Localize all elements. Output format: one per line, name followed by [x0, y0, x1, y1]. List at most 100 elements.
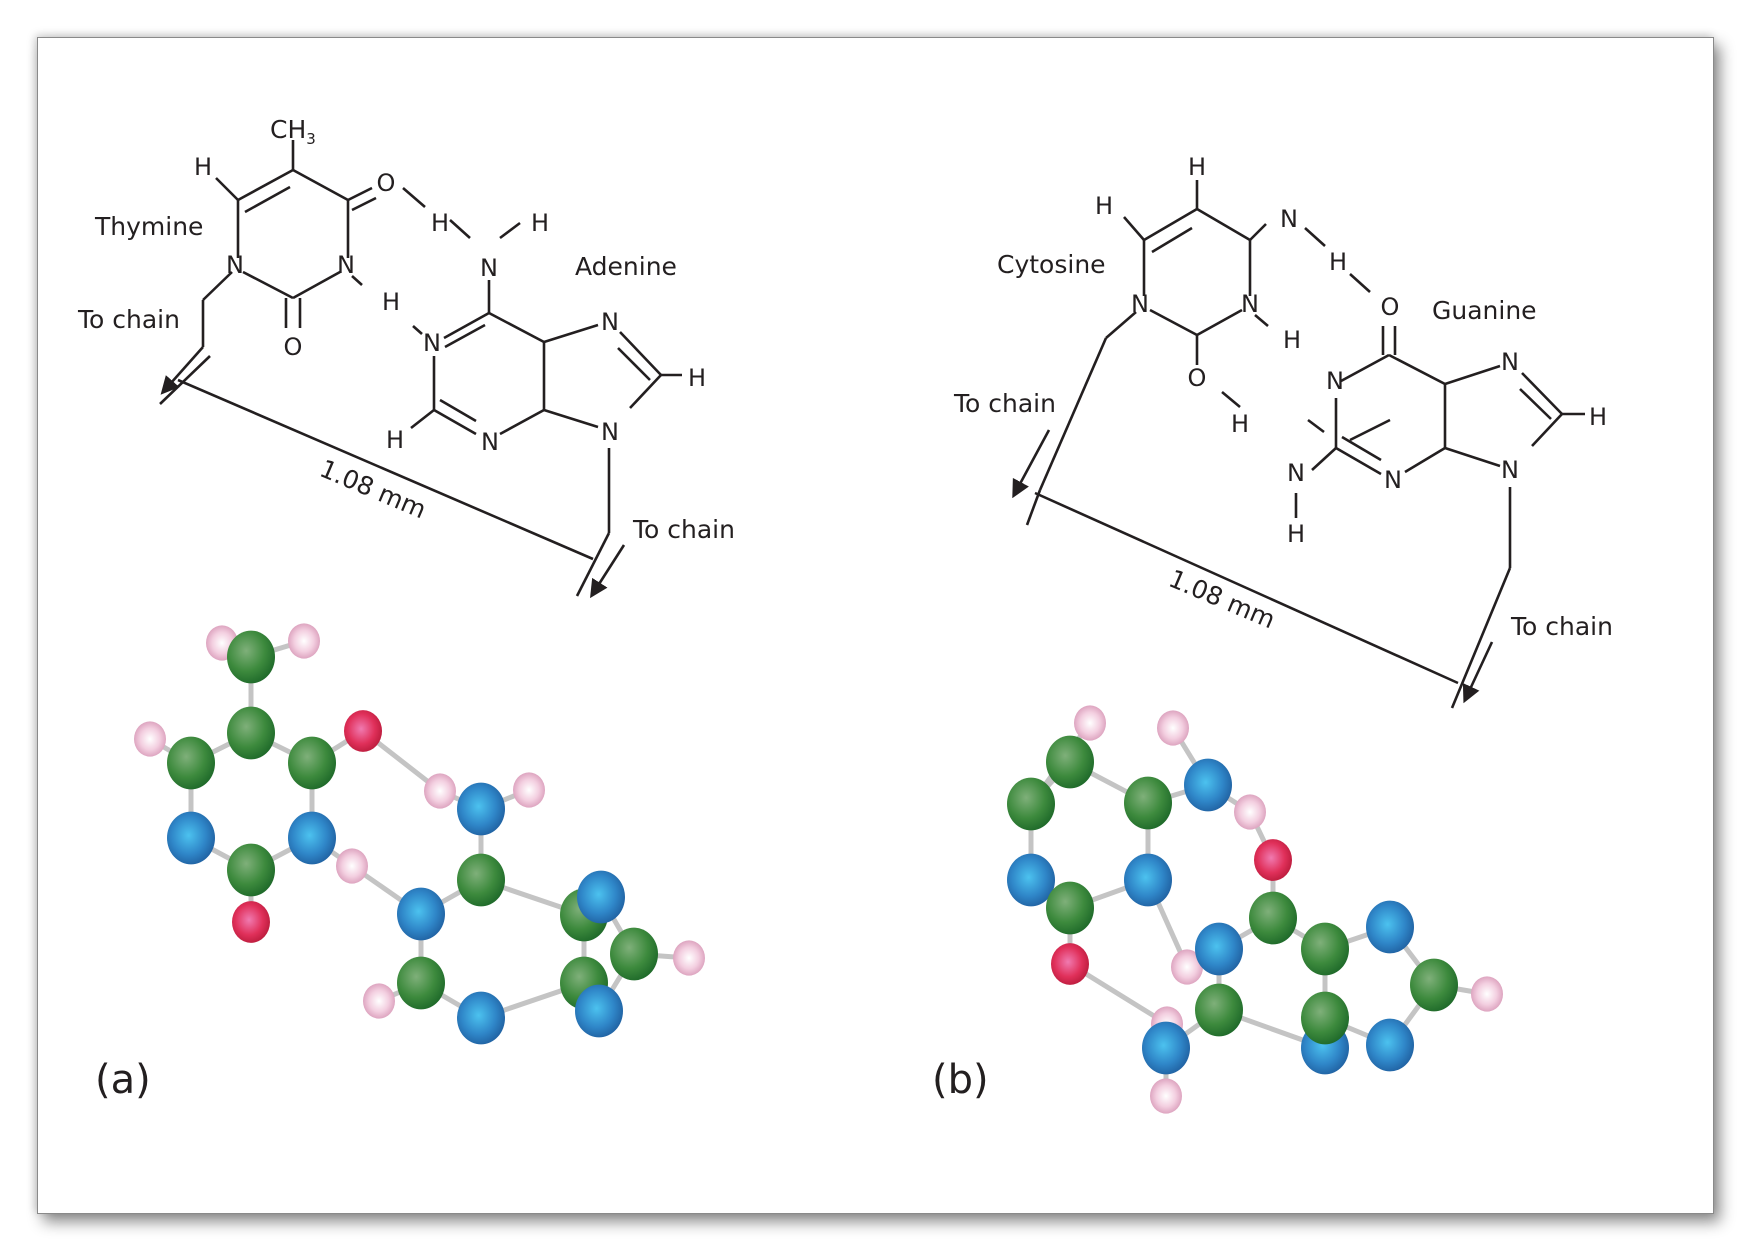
guanine-bonds [1294, 326, 1585, 568]
hydrogen-atom [424, 773, 456, 809]
carbon-atom [1046, 881, 1094, 935]
hydrogen-atom [1157, 710, 1189, 746]
panel-a-chain-connectors [159, 346, 626, 599]
atom-h: H [386, 426, 404, 454]
atom-o: O [377, 169, 396, 197]
atom-n: N [1241, 290, 1259, 318]
carbon-atom [227, 706, 275, 760]
to-chain-label-right: To chain [632, 515, 735, 544]
carbon-atom [457, 853, 505, 907]
atom-o: O [1188, 364, 1207, 392]
nitrogen-atom [397, 887, 445, 941]
oxygen-atom [1051, 943, 1089, 985]
hydrogen-bond-dashes [1221, 227, 1371, 408]
hydrogen-atom [1171, 949, 1203, 985]
nitrogen-atom [288, 811, 336, 865]
adenine-label: Adenine [575, 252, 677, 281]
to-chain-label-right: To chain [1510, 612, 1613, 641]
carbon-atom [1301, 922, 1349, 976]
panel-b-atom-labels: H H N H O N N H O N H N H N N H N [1095, 153, 1607, 548]
thymine-bonds [201, 140, 377, 347]
atom-h: H [1231, 410, 1249, 438]
panel-a-ball-and-stick-model [134, 623, 705, 1045]
atom-h: H [1287, 520, 1305, 548]
carbon-atom [167, 736, 215, 790]
nitrogen-atom [577, 870, 625, 924]
carbon-atom [288, 736, 336, 790]
atom-o: O [284, 333, 303, 361]
carbon-atom [1195, 983, 1243, 1037]
hydrogen-atom [673, 940, 705, 976]
atom-n: N [423, 329, 441, 357]
carbon-atom [1410, 958, 1458, 1012]
atom-n: N [1384, 466, 1402, 494]
oxygen-atom [344, 710, 382, 752]
atom-h: H [1095, 192, 1113, 220]
hydrogen-atom [134, 721, 166, 757]
oxygen-atom [1254, 839, 1292, 881]
carbon-atom [227, 843, 275, 897]
oxygen-atom [232, 901, 270, 943]
atom-n: N [1131, 290, 1149, 318]
atom-n: N [481, 428, 499, 456]
atom-n: N [226, 251, 244, 279]
carbon-atom [610, 927, 658, 981]
atom-n: N [601, 418, 619, 446]
hydrogen-bond-dash [402, 187, 426, 208]
nitrogen-atom [457, 991, 505, 1045]
hydrogen-atom [1074, 705, 1106, 741]
panel-b-label: (b) [932, 1057, 989, 1103]
nitrogen-atom [167, 811, 215, 865]
atom-h: H [1329, 248, 1347, 276]
atom-h: H [1589, 403, 1607, 431]
nitrogen-atom [1366, 900, 1414, 954]
panel-b-structure: H H N H O N N H O N H N H N N H N Cytosi… [953, 153, 1613, 709]
hydrogen-atom [1150, 1078, 1182, 1114]
atom-h: H [531, 209, 549, 237]
cytosine-label: Cytosine [997, 250, 1106, 279]
nitrogen-atom [1142, 1021, 1190, 1075]
nitrogen-atom [575, 984, 623, 1038]
guanine-label: Guanine [1432, 296, 1537, 325]
atom-n: N [1501, 348, 1519, 376]
atom-n: N [1501, 456, 1519, 484]
hydrogen-atom [513, 772, 545, 808]
to-chain-label-left: To chain [77, 305, 180, 334]
thymine-label: Thymine [94, 212, 203, 241]
atom-h: H [1283, 326, 1301, 354]
nitrogen-atom [457, 782, 505, 836]
to-chain-label-left: To chain [953, 389, 1056, 418]
hydrogen-atom [1471, 976, 1503, 1012]
carbon-atom [1007, 777, 1055, 831]
atom-n: N [337, 251, 355, 279]
carbon-atom [397, 956, 445, 1010]
distance-label: 1.08 mm [1165, 564, 1280, 635]
carbon-atom [1124, 776, 1172, 830]
methyl-label: CH3 [270, 115, 316, 148]
distance-line [1034, 491, 1459, 685]
atom-h: H [194, 153, 212, 181]
adenine-bonds [410, 219, 682, 533]
nitrogen-atom [1195, 922, 1243, 976]
carbon-atom [227, 630, 275, 684]
hydrogen-atom [288, 623, 320, 659]
nitrogen-atom [1184, 758, 1232, 812]
atom-n: N [1326, 367, 1344, 395]
atom-n: N [1287, 459, 1305, 487]
nitrogen-atom [1366, 1018, 1414, 1072]
atom-o: O [1381, 293, 1400, 321]
figure-frame [37, 37, 1714, 1214]
atom-h: H [382, 288, 400, 316]
carbon-atom [1046, 735, 1094, 789]
carbon-atom [1301, 991, 1349, 1045]
hydrogen-atom [1234, 794, 1266, 830]
cytosine-bonds [1038, 180, 1269, 491]
nitrogen-atom [1007, 853, 1055, 907]
atom-h: H [431, 209, 449, 237]
atom-n: N [480, 254, 498, 282]
carbon-atom [1249, 891, 1297, 945]
hydrogen-atom [363, 983, 395, 1019]
panel-a-structure: CH3 H O N N O H H H N N N H N N H Thymin… [77, 115, 735, 599]
panel-b-chain-connectors [1012, 429, 1512, 709]
